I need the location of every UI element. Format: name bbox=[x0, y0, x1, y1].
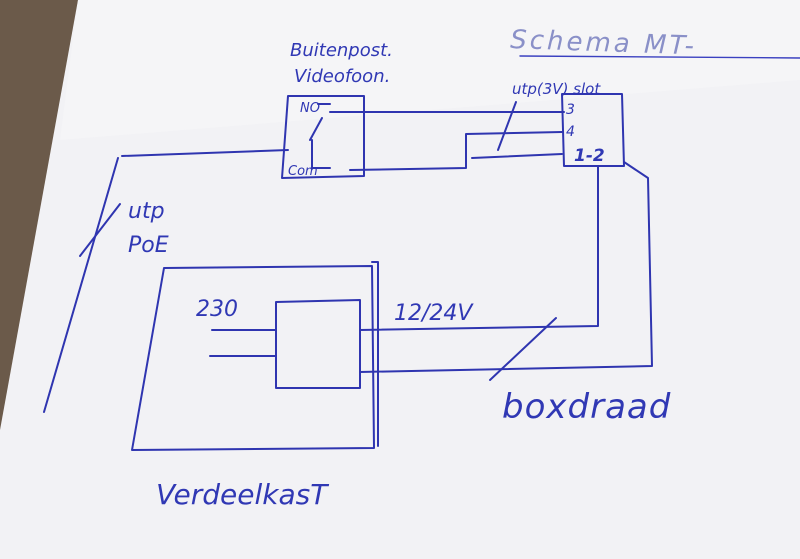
utp-poe-cable-vertical bbox=[43, 157, 119, 413]
wire-utp-inner bbox=[471, 153, 563, 159]
mains-230-label: 230 bbox=[196, 297, 238, 322]
terminal-4-label: 4 bbox=[566, 124, 575, 140]
wire-com-to-4 bbox=[349, 131, 563, 171]
schema-title: Schema MT- bbox=[510, 25, 698, 62]
slot-terminal-block bbox=[561, 93, 625, 167]
videofoon-label: Videofoon. bbox=[294, 66, 390, 87]
relay-switch-arm bbox=[309, 117, 323, 141]
psu-voltage-label: 12/24V bbox=[394, 301, 474, 326]
terminal-3-label: 3 bbox=[566, 102, 575, 118]
poe-label: PoE bbox=[128, 233, 169, 258]
relay-com-contact bbox=[311, 139, 331, 169]
wire-psu-to-1 bbox=[359, 165, 599, 331]
utp-label: utp bbox=[128, 199, 165, 224]
utp-slot-label: utp(3V) slot bbox=[512, 80, 601, 98]
boxwire-slash bbox=[489, 317, 557, 381]
title-underline bbox=[519, 55, 800, 59]
wire-psu-to-2 bbox=[359, 161, 653, 373]
boxwire-label: boxdraad bbox=[502, 387, 671, 427]
cabinet-edge bbox=[371, 261, 379, 447]
cabinet-label: VerdeelkasT bbox=[156, 478, 329, 511]
relay-no-label: NO bbox=[300, 101, 320, 116]
utp-poe-slash bbox=[79, 203, 121, 257]
buitenpost-label: Buitenpost. bbox=[290, 40, 393, 61]
power-supply-box bbox=[275, 299, 361, 389]
relay-com-label: Com bbox=[288, 164, 318, 179]
utp-poe-cable-top bbox=[121, 149, 289, 157]
cabinet-outline bbox=[131, 265, 375, 451]
utp-cable-slash bbox=[497, 101, 517, 151]
terminal-12-label: 1-2 bbox=[574, 146, 605, 166]
